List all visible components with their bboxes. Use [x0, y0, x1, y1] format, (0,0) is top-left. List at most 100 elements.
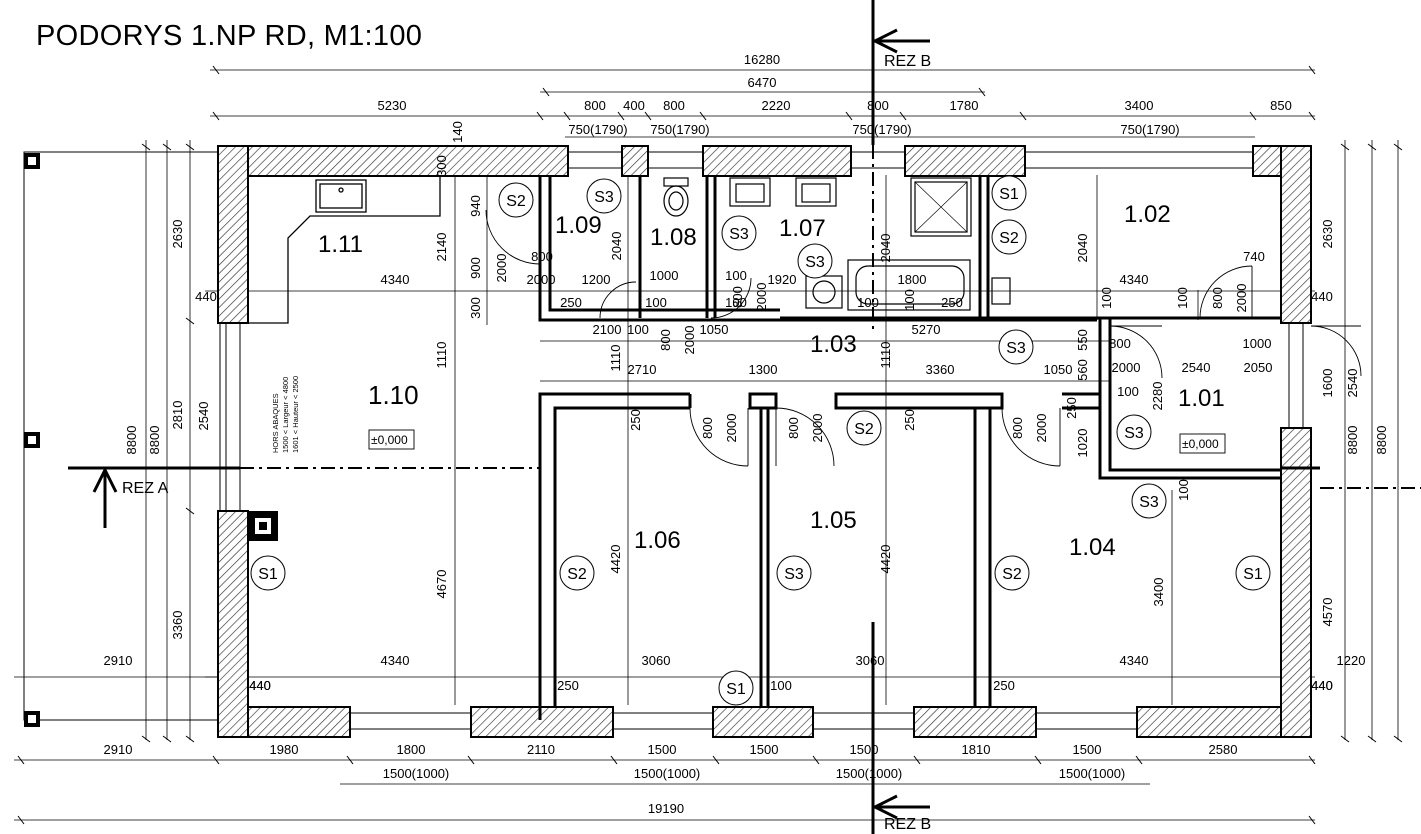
wall-tag-circle — [559, 555, 595, 591]
dimension-value: 1500 — [750, 742, 779, 757]
dimension-value: 440 — [1311, 678, 1333, 693]
dimension-value: 100 — [725, 268, 747, 283]
dimension-value: 4420 — [608, 545, 623, 574]
wall-tag-circle — [721, 215, 757, 251]
room-number: 1.05 — [810, 507, 857, 534]
terrace-posts — [24, 153, 40, 727]
dimension-value: 3060 — [642, 653, 671, 668]
dimension-value: 2000 — [1034, 414, 1049, 443]
dimension-value: 850 — [1270, 98, 1292, 113]
dimension-value: 3400 — [1125, 98, 1154, 113]
dimension-value: 2910 — [104, 653, 133, 668]
section-labels: REZ B REZ B REZ A — [122, 53, 931, 833]
dimension-value: 4340 — [381, 272, 410, 287]
dimension-value: 4670 — [434, 570, 449, 599]
sanitary-fixtures — [663, 177, 1011, 311]
wall-tag-label: S2 — [506, 193, 526, 210]
wall-tag-circle — [991, 175, 1027, 211]
note-line: 1500 < Largeur < 4800 — [281, 377, 290, 453]
dimension-value: 1500 — [1073, 742, 1102, 757]
dimension-value: 2000 — [754, 283, 769, 312]
dimension-value: 1810 — [962, 742, 991, 757]
dimension-value: 800 — [658, 329, 673, 351]
dimension-value: 1500 — [648, 742, 677, 757]
dimension-value: 8800 — [1374, 426, 1389, 455]
dimension-value: 100 — [725, 295, 747, 310]
room-numbers: 1.11 1.10 1.09 1.08 1.07 1.02 1.03 1.01 … — [318, 201, 1225, 561]
chimney-icon — [248, 511, 278, 541]
wall-tag-label: S2 — [854, 421, 874, 438]
dimension-value: 740 — [1243, 249, 1265, 264]
wall-tag-circle — [846, 410, 882, 446]
wall-tag-circle — [498, 182, 534, 218]
dimension-value: 100 — [1176, 479, 1191, 501]
wall-tag-label: S3 — [1139, 494, 1159, 511]
dimension-value: 2000 — [724, 414, 739, 443]
dimension-value: 100 — [1117, 384, 1139, 399]
dimension-value: 250 — [902, 409, 917, 431]
level-value: ±0,000 — [1182, 437, 1219, 451]
section-label: REZ B — [884, 53, 931, 70]
dimension-value: 5270 — [912, 322, 941, 337]
dimension-value: 2140 — [434, 233, 449, 262]
wall-tag-group — [250, 175, 1271, 706]
dimension-value: 250 — [628, 409, 643, 431]
dimension-value: 2040 — [609, 232, 624, 261]
dimension-value: 4340 — [381, 653, 410, 668]
dimension-value: 800 — [1109, 336, 1131, 351]
dimension-value: 1110 — [608, 345, 623, 372]
dimension-value: 2710 — [628, 362, 657, 377]
dimension-value: 1000 — [650, 268, 679, 283]
note-line: 1601 < Hauteur < 2500 — [291, 376, 300, 453]
dimension-value: 800 — [700, 417, 715, 439]
dimension-value: 750(1790) — [1120, 122, 1179, 137]
exterior-walls — [217, 145, 1312, 738]
dimension-value: 4420 — [878, 545, 893, 574]
wall-tag-label: S3 — [1124, 425, 1144, 442]
dimension-value: 4340 — [1120, 653, 1149, 668]
room-number: 1.02 — [1124, 201, 1171, 228]
dimension-value: 440 — [249, 678, 271, 693]
dimension-value: 250 — [993, 678, 1015, 693]
dimension-value: 1800 — [898, 272, 927, 287]
dimension-value: 1500(1000) — [634, 766, 701, 781]
note-line: HORS ABAQUES — [271, 393, 280, 453]
wall-tag-circle — [994, 555, 1030, 591]
dimension-value: 800 — [584, 98, 606, 113]
dimension-value: 6470 — [748, 75, 777, 90]
wall-tag-circle — [1235, 555, 1271, 591]
dimension-value: 1600 — [1320, 369, 1335, 398]
wall-tag-circle — [250, 555, 286, 591]
dimension-value: 1020 — [1075, 429, 1090, 458]
wall-tag-label: S3 — [729, 226, 749, 243]
dimension-value: 800 — [730, 286, 745, 308]
wall-tag-label: S2 — [567, 566, 587, 583]
dimension-value: 1300 — [749, 362, 778, 377]
right-dimensions: 2630 440 1600 2540 8800 8800 4570 1220 4… — [1311, 220, 1389, 693]
dimension-value: 400 — [623, 98, 645, 113]
window-note: HORS ABAQUES 1500 < Largeur < 4800 1601 … — [271, 376, 300, 453]
dimension-value: 1110 — [878, 342, 893, 369]
dimension-value: 100 — [645, 295, 667, 310]
page-title: PODORYS 1.NP RD, M1:100 — [36, 20, 423, 52]
dimension-value: 140 — [450, 121, 465, 143]
dimension-value: 1500 — [850, 742, 879, 757]
dimension-value: 2000 — [682, 326, 697, 355]
dimension-value: 3060 — [856, 653, 885, 668]
dimension-value: 1780 — [950, 98, 979, 113]
dimension-value: 560 — [1075, 359, 1090, 381]
dimension-value: 800 — [663, 98, 685, 113]
dimension-value: 1500(1000) — [383, 766, 450, 781]
dimension-value: 550 — [1075, 329, 1090, 351]
interior-dimensions: 140 300 940 2140 900 2000 800 2000 1200 … — [249, 121, 1333, 693]
dimension-value: 100 — [770, 678, 792, 693]
dimension-value: 2280 — [1150, 382, 1165, 411]
kitchen-counter — [248, 175, 441, 324]
wall-tag-label: S1 — [726, 681, 746, 698]
wall-tag-circle — [991, 219, 1027, 255]
dimension-value: 1050 — [700, 322, 729, 337]
dimension-value: 1220 — [1337, 653, 1366, 668]
dimension-value: 1110 — [434, 342, 449, 369]
dimension-value: 2040 — [1075, 234, 1090, 263]
